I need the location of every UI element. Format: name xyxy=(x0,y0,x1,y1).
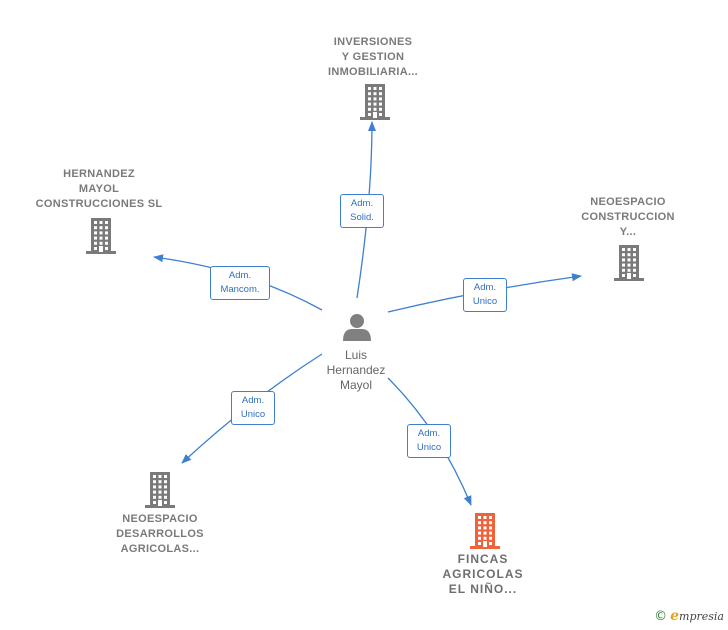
icons-layer xyxy=(86,84,644,549)
copyright-symbol: © xyxy=(654,609,668,624)
edges-layer xyxy=(153,121,582,506)
building-icon[interactable] xyxy=(614,245,644,281)
building-icon[interactable] xyxy=(145,472,175,508)
edge-label-neoespacio-construccion[interactable]: Adm. Unico xyxy=(463,278,507,312)
company-label-inversiones[interactable]: INVERSIONES Y GESTION INMOBILIARIA... xyxy=(327,36,419,78)
building-icon[interactable] xyxy=(470,513,500,549)
building-icon[interactable] xyxy=(86,218,116,254)
person-icon[interactable] xyxy=(343,314,371,341)
company-label-neoespacio-desarrollos[interactable]: NEOESPACIO DESARROLLOS AGRICOLAS... xyxy=(116,513,204,555)
edge-label-neoespacio-desarrollos[interactable]: Adm. Unico xyxy=(231,391,275,425)
person-label: Luis Hernandez Mayol xyxy=(326,348,386,392)
edge-label-hernandez-mayol[interactable]: Adm. Mancom. xyxy=(210,266,270,300)
brand-logo: ©empresia xyxy=(654,608,724,624)
company-label-fincas-agricolas[interactable]: FINCAS AGRICOLAS EL NIÑO... xyxy=(442,552,524,596)
company-label-hernandez-mayol[interactable]: HERNANDEZ MAYOL CONSTRUCCIONES SL xyxy=(35,168,163,210)
edge-label-inversiones[interactable]: Adm. Solid. xyxy=(340,194,384,228)
brand-initial: e xyxy=(670,608,680,624)
brand-name: mpresia xyxy=(679,610,724,623)
building-icon[interactable] xyxy=(360,84,390,120)
company-label-neoespacio-construccion[interactable]: NEOESPACIO CONSTRUCCION Y... xyxy=(581,196,675,238)
edge-label-fincas-agricolas[interactable]: Adm. Unico xyxy=(407,424,451,458)
